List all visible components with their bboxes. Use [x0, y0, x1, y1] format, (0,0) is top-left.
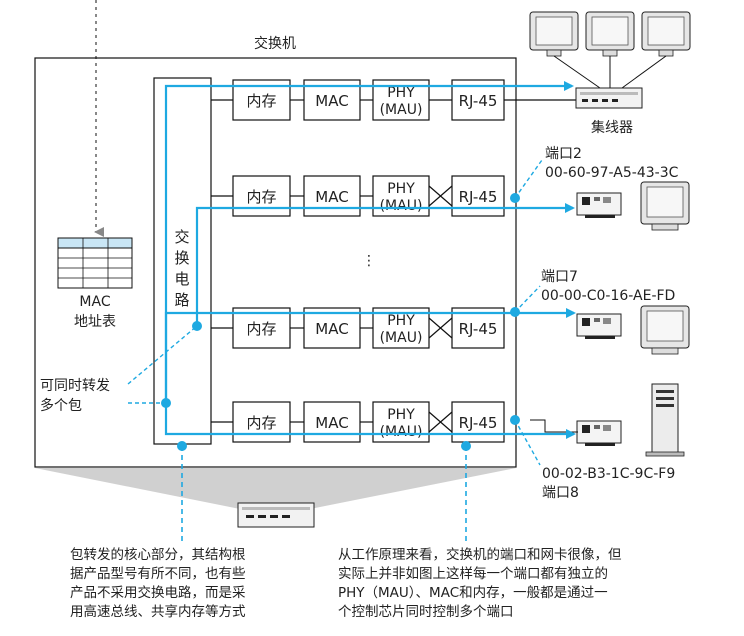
mac-block-label: MAC	[315, 92, 348, 110]
rj45-block-label: RJ-45	[459, 188, 498, 206]
rj45-block	[451, 307, 505, 349]
memory-block-label: 内存	[246, 414, 276, 432]
note-right-line: 实际上并非如图上这样每一个端口都有独立的	[338, 566, 608, 582]
note-left-line: 据产品型号有所不同，也有些	[70, 566, 246, 582]
flow-dot	[177, 441, 187, 451]
phy-label: PHY	[387, 407, 415, 423]
crossover-line	[428, 185, 453, 207]
callout-port7	[514, 285, 541, 313]
flow-line-port8	[164, 403, 576, 439]
parallel-label: 多个包	[40, 397, 82, 414]
rj45-block	[451, 175, 505, 217]
more-ports-ellipsis: ⋮	[362, 253, 376, 269]
flow-line-hub	[164, 81, 574, 403]
switch-device-icon	[237, 502, 315, 528]
memory-block	[232, 401, 291, 443]
mac-table-label: 地址表	[74, 314, 116, 330]
note-right-line: 个控制芯片同时控制多个端口	[338, 604, 514, 620]
crossover-line	[428, 317, 453, 339]
rj45-block-label: RJ-45	[459, 320, 498, 338]
note-right-line: PHY（MAU）、MAC和内存，一般都是通过一	[338, 585, 608, 601]
phy-sublabel: (MAU)	[380, 330, 423, 346]
hub-box-icon	[575, 87, 643, 109]
mac-block	[303, 307, 361, 349]
hub-device	[529, 11, 691, 109]
port-row: 内存 MAC PHY(MAU) RJ-45	[211, 175, 505, 217]
circuit-label-char: 交	[174, 228, 189, 246]
flow-dot	[510, 307, 520, 317]
memory-block-label: 内存	[246, 92, 276, 110]
flow-line-port2	[195, 203, 575, 326]
note-left-line: 用高速总线、共享内存等方式	[70, 604, 246, 620]
rj45-block-label: RJ-45	[459, 92, 498, 110]
nic-card-icon	[576, 313, 622, 339]
flow-dot	[161, 398, 171, 408]
port-row: 内存 MAC PHY(MAU) RJ-45	[211, 307, 505, 349]
phy-sublabel: (MAU)	[380, 424, 423, 440]
mac-block	[303, 175, 361, 217]
memory-block	[232, 175, 291, 217]
port2-label: 端口2	[545, 146, 582, 162]
mac-block-label: MAC	[315, 188, 348, 206]
phy-sublabel: (MAU)	[380, 102, 423, 118]
mac-block-label: MAC	[315, 414, 348, 432]
circuit-label-char: 换	[174, 249, 189, 267]
port8-label: 端口8	[542, 485, 579, 501]
callout-port2	[514, 159, 543, 199]
note-right: 从工作原理来看，交换机的端口和网卡很像，但 实际上并非如图上这样每一个端口都有独…	[338, 546, 622, 622]
port8-cable	[530, 419, 578, 433]
server-icon	[645, 383, 685, 457]
hub-label: 集线器	[591, 119, 633, 136]
nic-card-icon	[576, 192, 622, 218]
port-row: 内存 MAC PHY(MAU) RJ-45	[211, 401, 505, 443]
note-left-line: 产品不采用交换电路，而是采	[70, 585, 246, 601]
rj45-block-label: RJ-45	[459, 414, 498, 432]
computer-icon	[640, 305, 690, 355]
flow-dot	[510, 193, 520, 203]
flow-dot	[192, 321, 202, 331]
crossover-line	[428, 411, 453, 433]
circuit-label-char: 路	[174, 291, 189, 309]
callout-parallel-2	[127, 325, 198, 385]
phy-sublabel: (MAU)	[380, 198, 423, 214]
phy-block	[372, 307, 430, 349]
note-left: 包转发的核心部分，其结构根 据产品型号有所不同，也有些 产品不采用交换电路，而是…	[70, 546, 246, 622]
phy-block	[372, 401, 430, 443]
parallel-label: 可同时转发	[40, 378, 110, 394]
mac-block	[303, 401, 361, 443]
port7-mac: 00-00-C0-16-AE-FD	[541, 288, 675, 304]
phy-block	[372, 175, 430, 217]
flow-line-port7	[164, 308, 576, 403]
flow-dot	[510, 415, 520, 425]
mac-table-label: MAC	[79, 294, 110, 310]
circuit-label-char: 电	[174, 270, 189, 288]
port8-mac: 00-02-B3-1C-9C-F9	[542, 466, 675, 482]
memory-block-label: 内存	[246, 320, 276, 338]
switch-title: 交换机	[254, 35, 296, 52]
nic-card-icon	[576, 420, 622, 446]
phy-label: PHY	[387, 85, 415, 101]
phy-label: PHY	[387, 181, 415, 197]
monitor-icon	[641, 11, 691, 57]
memory-block	[232, 307, 291, 349]
note-right-line: 从工作原理来看，交换机的端口和网卡很像，但	[338, 547, 622, 563]
port7-label: 端口7	[541, 269, 578, 285]
mac-table-icon	[57, 237, 133, 289]
monitor-icon	[529, 11, 579, 57]
switch-box	[34, 57, 517, 468]
computer-icon	[640, 181, 690, 231]
flow-dot	[461, 441, 471, 451]
monitor-icon	[585, 11, 635, 57]
rj45-block	[451, 401, 505, 443]
phy-label: PHY	[387, 313, 415, 329]
switch-projection	[35, 468, 516, 510]
port2-mac: 00-60-97-A5-43-3C	[545, 165, 679, 181]
memory-block-label: 内存	[246, 188, 276, 206]
mac-block-label: MAC	[315, 320, 348, 338]
callout-port8	[514, 419, 541, 466]
note-left-line: 包转发的核心部分，其结构根	[70, 547, 246, 563]
